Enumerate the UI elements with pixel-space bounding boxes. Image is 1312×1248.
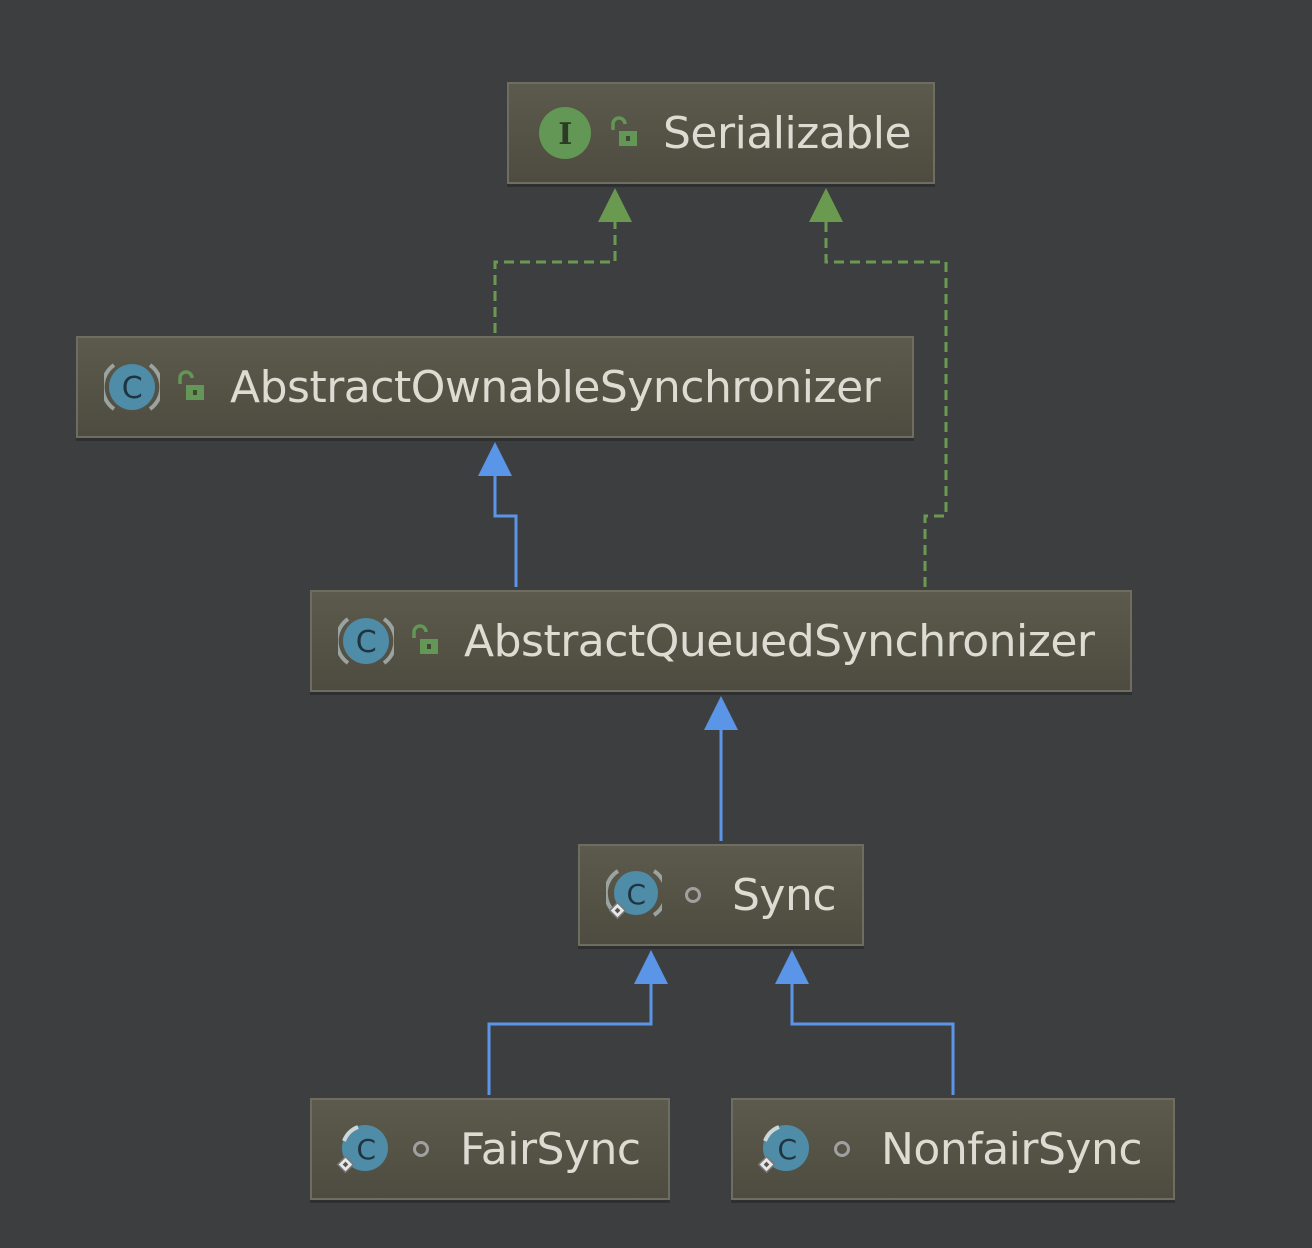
extends-arrowhead: [478, 442, 512, 476]
edge-fairsync-extends-sync[interactable]: [487, 950, 668, 1095]
svg-text:C: C: [356, 625, 376, 660]
static-class-icon: C: [336, 1125, 388, 1174]
edge-sync-extends-aqs[interactable]: [704, 696, 738, 841]
svg-text:C: C: [122, 371, 142, 406]
node-label-abstract-queued-synchronizer: AbstractQueuedSynchronizer: [464, 615, 1095, 667]
node-abstract-ownable-synchronizer[interactable]: C AbstractOwnableSynchronizer: [76, 336, 914, 438]
interface-icon: I: [539, 107, 591, 159]
node-label-serializable: Serializable: [663, 107, 912, 159]
node-label-sync: Sync: [732, 869, 837, 921]
static-abstract-class-icon: C: [606, 869, 662, 920]
edge-nonfairsync-extends-sync[interactable]: [775, 950, 955, 1095]
edge-aqs-extends-aos[interactable]: [478, 442, 518, 587]
edge-aqs-implements-serializable[interactable]: [809, 188, 948, 587]
svg-text:C: C: [626, 878, 645, 911]
unlocked-icon: [412, 624, 438, 654]
svg-text:C: C: [356, 1133, 375, 1166]
static-class-icon: C: [757, 1125, 809, 1174]
svg-text:C: C: [777, 1133, 796, 1166]
package-private-icon: [413, 1141, 429, 1157]
abstract-class-icon: C: [104, 363, 160, 411]
node-label-abstract-ownable-synchronizer: AbstractOwnableSynchronizer: [230, 361, 881, 413]
node-nonfair-sync[interactable]: C NonfairSync: [731, 1098, 1175, 1200]
unlocked-icon: [178, 370, 204, 400]
extends-arrowhead: [704, 696, 738, 730]
implements-arrowhead: [598, 188, 632, 222]
node-label-fair-sync: FairSync: [460, 1123, 641, 1175]
node-serializable[interactable]: I Serializable: [507, 82, 935, 184]
extends-arrowhead: [775, 950, 809, 984]
package-private-icon: [834, 1141, 850, 1157]
unlocked-icon: [611, 116, 637, 146]
implements-arrowhead: [809, 188, 843, 222]
edge-aos-implements-serializable[interactable]: [493, 188, 632, 333]
svg-text:I: I: [558, 117, 572, 152]
node-abstract-queued-synchronizer[interactable]: C AbstractQueuedSynchronizer: [310, 590, 1132, 692]
abstract-class-icon: C: [338, 617, 394, 665]
node-label-nonfair-sync: NonfairSync: [881, 1123, 1143, 1175]
package-private-icon: [685, 887, 701, 903]
node-fair-sync[interactable]: C FairSync: [310, 1098, 670, 1200]
node-sync[interactable]: C Sync: [578, 844, 864, 946]
extends-arrowhead: [634, 950, 668, 984]
